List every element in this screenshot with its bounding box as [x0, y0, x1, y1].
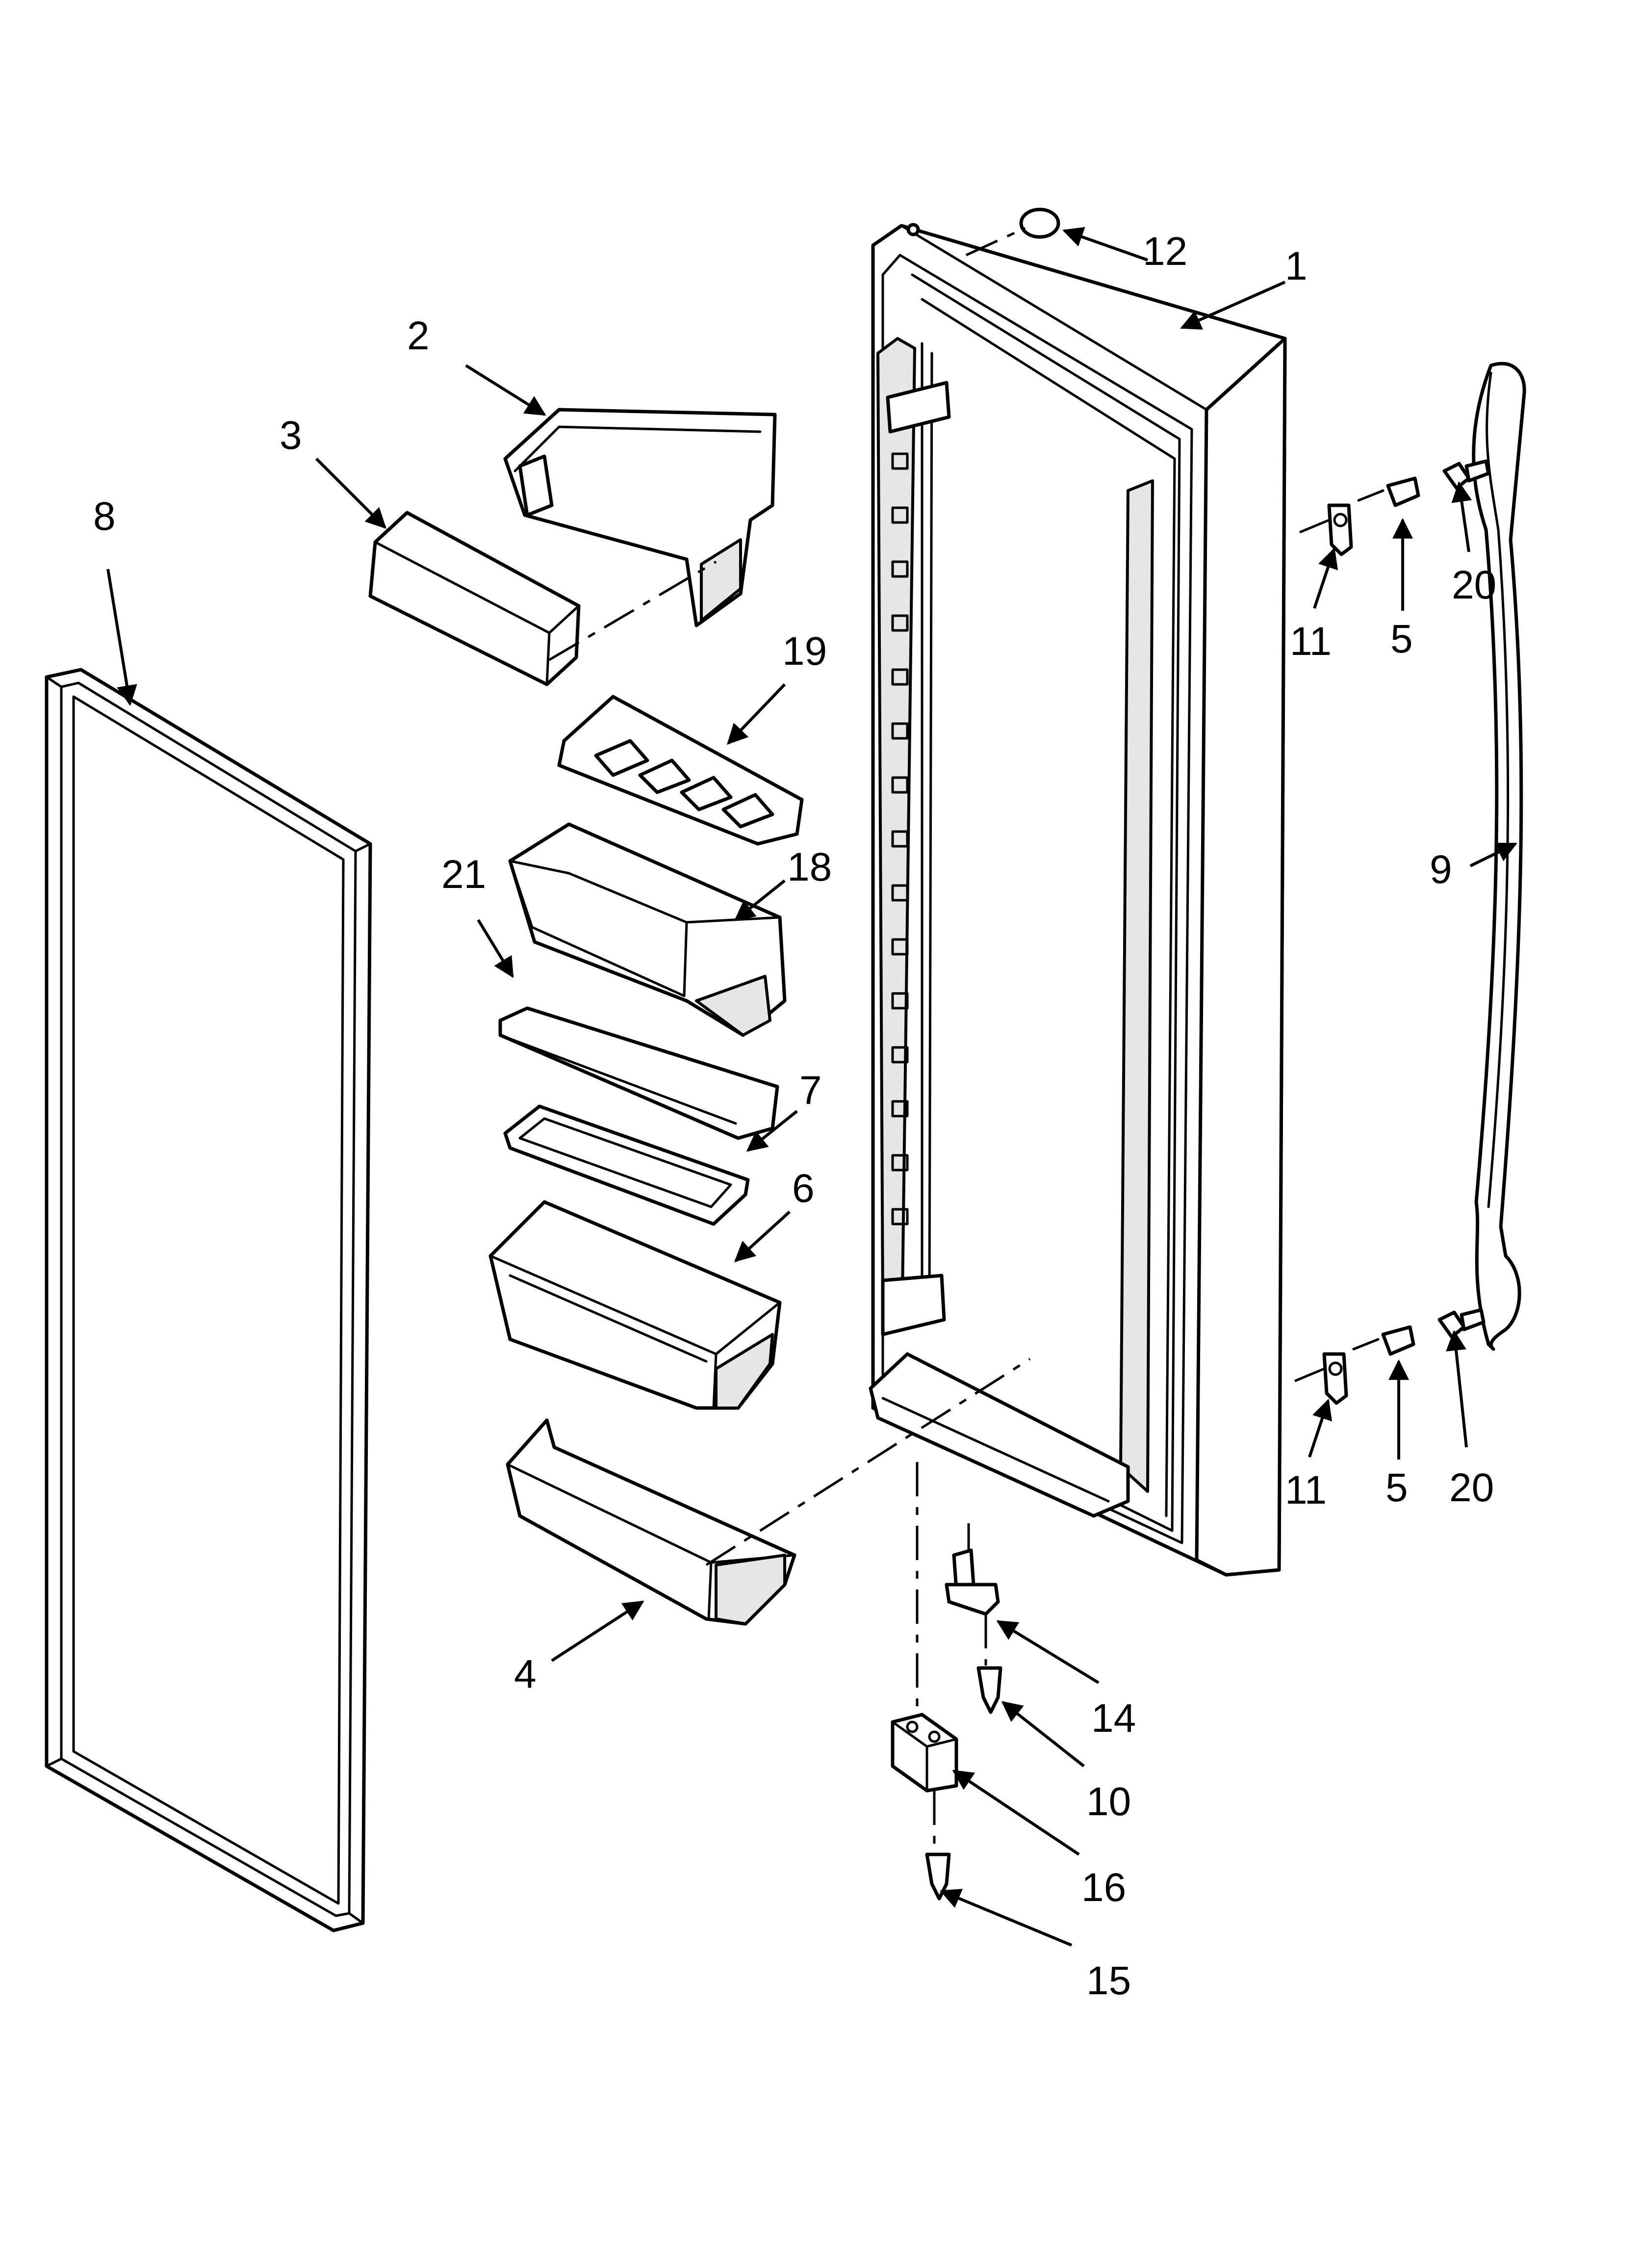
callout-19: 19: [782, 629, 827, 674]
callout-14: 14: [1091, 1696, 1136, 1741]
callout-7: 7: [799, 1068, 822, 1113]
callout-8: 8: [93, 494, 116, 539]
part-12-plug: [1019, 208, 1060, 239]
leader-arrows: [106, 227, 1517, 1947]
callout-12: 12: [1143, 229, 1187, 274]
part-18-door-bin: [508, 822, 787, 1037]
callout-18: 18: [787, 845, 832, 889]
callout-3: 3: [280, 413, 302, 458]
part-9-handle: [1472, 362, 1526, 1351]
part-19-shelf-insert: [557, 695, 804, 846]
callout-labels: 1 2 3 4 5 5 6 7 8 9 10 11 11 12 14 15 16…: [93, 229, 1496, 2003]
callout-21: 21: [441, 852, 486, 897]
callout-1: 1: [1285, 244, 1308, 288]
part-7-shelf-tray: [503, 1104, 750, 1226]
part-3-dairy-door: [368, 511, 581, 686]
callout-6: 6: [792, 1166, 815, 1211]
callout-16: 16: [1081, 1865, 1126, 1910]
part-5-screw-lower: [1352, 1325, 1415, 1356]
part-1-door: [869, 223, 1287, 1577]
part-4-door-bin: [506, 1418, 796, 1626]
part-5-screw-upper: [1357, 476, 1420, 507]
callout-2: 2: [407, 313, 430, 358]
callout-11-upper: 11: [1290, 619, 1332, 664]
callout-15: 15: [1086, 1958, 1131, 2003]
part-6-door-bin: [488, 1200, 782, 1410]
part-11-clip-lower: [1322, 1352, 1348, 1405]
part-20-screw-lower: [1437, 1308, 1486, 1339]
part-11-clip-upper: [1327, 503, 1353, 556]
callout-11-lower: 11: [1285, 1468, 1327, 1512]
callout-5-lower: 5: [1385, 1465, 1408, 1510]
callout-9: 9: [1430, 847, 1452, 892]
callout-4: 4: [514, 1652, 537, 1696]
part-2-dairy-housing: [503, 408, 777, 627]
callout-10: 10: [1086, 1779, 1131, 1824]
callout-20-upper: 20: [1452, 563, 1496, 607]
door-shelf-rail-notches: [891, 452, 909, 1225]
callout-5-upper: 5: [1390, 617, 1413, 661]
part-10-screw: [976, 1666, 1002, 1714]
callout-20-lower: 20: [1449, 1465, 1494, 1510]
part-8-door-gasket: [45, 668, 372, 1932]
part-16-hinge-bracket: [891, 1713, 958, 1793]
part-14-hinge-pin: [945, 1548, 1000, 1616]
assembly-lines: [548, 227, 1330, 1852]
part-21-shelf-front: [498, 1006, 779, 1140]
